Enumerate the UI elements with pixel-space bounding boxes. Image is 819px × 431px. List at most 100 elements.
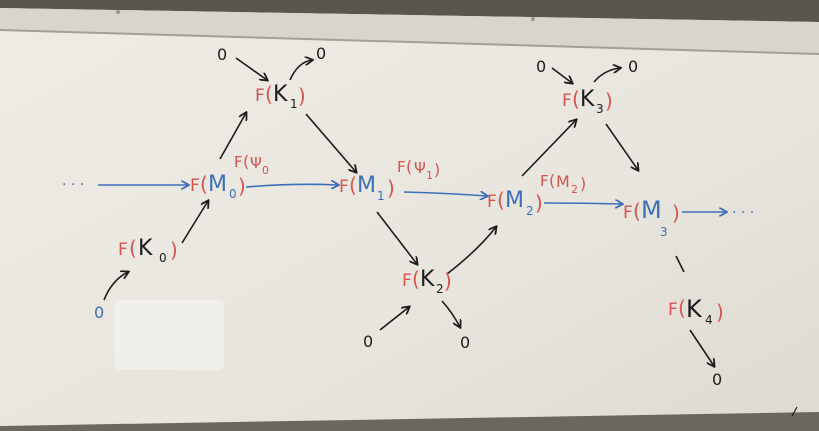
- node-f-k1-paren-close: ): [298, 84, 306, 108]
- node-f-m3-paren-open: (: [633, 199, 641, 223]
- node-f-m2-paren-open: (: [497, 188, 505, 212]
- node-f-k4: F ( K 4 ): [668, 295, 724, 327]
- node-f-k2: F ( K 2 ): [402, 267, 452, 296]
- edge-label-f-psi0-paren-open: (: [243, 152, 249, 171]
- node-f-k4-var: K: [686, 295, 703, 323]
- node-f-m0-f: F: [190, 176, 200, 196]
- arrow-blue-m2-m3: [543, 203, 622, 204]
- node-f-k2-f: F: [402, 271, 412, 291]
- node-f-k4-paren-close: ): [716, 300, 724, 324]
- node-f-m2-paren-close: ): [535, 191, 543, 215]
- node-f-m1-paren-close: ): [387, 176, 395, 200]
- node-f-m0: F ( M 0 ): [190, 172, 246, 201]
- board-rail: [0, 8, 819, 54]
- arrow-0-to-k0: [103, 272, 128, 301]
- zero-k1-out: 0: [316, 44, 326, 63]
- node-f-k3-f: F: [562, 91, 572, 111]
- rail-edge: [0, 29, 819, 55]
- corner-mark: [791, 406, 798, 417]
- node-f-m2-f: F: [487, 192, 497, 212]
- arrow-k0-to-m0: [181, 201, 208, 244]
- node-f-k0-paren-close: ): [170, 238, 178, 262]
- node-f-k1: F ( K 1 ): [255, 82, 306, 111]
- node-f-k0-sub: 0: [159, 251, 167, 265]
- node-f-k3-paren-open: (: [572, 87, 580, 111]
- edge-label-f-m2-sub: 2: [571, 183, 578, 196]
- arrow-k2-to-0: [441, 300, 460, 327]
- node-f-m1-f: F: [339, 177, 349, 197]
- node-f-m3-var: M: [641, 196, 662, 224]
- edge-label-f-psi0-sub: 0: [262, 164, 269, 177]
- zero-k3-in: 0: [536, 57, 546, 76]
- zero-k4-out: 0: [712, 370, 722, 389]
- node-f-m3-paren-close: ): [672, 201, 680, 225]
- zero-k1-in: 0: [217, 45, 227, 64]
- node-f-m0-paren-close: ): [238, 174, 246, 198]
- node-f-m1-var: M: [357, 173, 376, 198]
- node-f-k1-sub: 1: [290, 97, 298, 111]
- node-f-k1-var: K: [273, 82, 288, 107]
- edge-label-f-psi0-f: F: [234, 153, 243, 171]
- arrow-k3-to-0: [593, 68, 620, 83]
- node-f-k3-sub: 3: [596, 102, 604, 116]
- node-f-m0-var: M: [208, 172, 227, 197]
- arrow-m0-to-k1: [219, 113, 246, 160]
- arrow-m3-to-k4: [675, 255, 685, 273]
- node-f-m0-paren-open: (: [200, 172, 208, 196]
- ellipsis-right: · · ·: [732, 205, 754, 221]
- node-f-m0-sub: 0: [229, 187, 237, 201]
- node-f-k2-sub: 2: [436, 282, 444, 296]
- edge-label-f-psi1-paren-close: ): [434, 160, 440, 179]
- board-frame-bottom: [0, 412, 819, 431]
- edge-label-f-m2-paren-close: ): [580, 174, 586, 193]
- board-frame-top: [0, 0, 819, 22]
- node-f-k3-var: K: [580, 87, 595, 112]
- arrow-k1-to-m1: [305, 113, 356, 172]
- glare: [114, 300, 224, 370]
- edge-label-f-psi1: F ( Ψ 1 ): [397, 157, 440, 182]
- arrow-0-to-k2: [379, 307, 409, 331]
- edge-label-f-m2-f: F: [540, 172, 549, 190]
- arrow-0-to-k3: [551, 67, 572, 83]
- node-f-k0-var: K: [138, 236, 153, 261]
- arrow-blue-m1-m2: [403, 192, 487, 196]
- edge-label-f-psi1-sub: 1: [426, 169, 433, 182]
- edge-label-f-psi0-var: Ψ: [250, 154, 262, 172]
- node-f-k2-paren-close: ): [444, 269, 452, 293]
- arrow-m2-to-k3: [521, 120, 576, 177]
- node-f-m2-var: M: [505, 188, 524, 213]
- edge-label-f-psi0: F ( Ψ 0: [234, 152, 269, 177]
- node-f-k2-var: K: [420, 267, 435, 292]
- arrow-k4-to-0: [689, 329, 714, 366]
- node-f-k1-paren-open: (: [265, 82, 273, 106]
- node-f-m3: F ( M 3 ): [623, 196, 680, 239]
- zero-k3-out: 0: [628, 57, 638, 76]
- edge-label-f-m2-var: M: [556, 172, 570, 191]
- edge-label-f-psi1-paren-open: (: [406, 157, 412, 176]
- node-f-k0-f: F: [118, 240, 128, 260]
- node-f-k4-f: F: [668, 300, 678, 320]
- zero-k2-out: 0: [460, 333, 470, 352]
- arrow-blue-m0-m1: [245, 184, 338, 187]
- zero-k0-in: 0: [94, 303, 104, 322]
- zero-k2-in: 0: [363, 332, 373, 351]
- node-f-k4-paren-open: (: [678, 296, 686, 320]
- node-f-m3-sub: 3: [660, 225, 668, 239]
- node-f-m2: F ( M 2 ): [487, 188, 543, 218]
- ellipsis-left: · · ·: [62, 177, 84, 193]
- node-f-k0-paren-open: (: [129, 236, 137, 260]
- edge-label-f-psi1-var: Ψ: [414, 159, 426, 177]
- node-f-k3: F ( K 3 ): [562, 87, 613, 116]
- edge-label-f-psi1-f: F: [397, 158, 406, 176]
- edge-label-f-m2: F ( M 2 ): [540, 171, 586, 196]
- node-f-k0: F ( K 0 ): [118, 236, 178, 265]
- edge-label-f-m2-paren-open: (: [549, 171, 555, 190]
- arrow-k1-to-0: [289, 60, 312, 81]
- arrow-k2-to-m2: [446, 227, 496, 275]
- node-f-m1: F ( M 1 ): [339, 173, 395, 203]
- node-f-m1-paren-open: (: [349, 173, 357, 197]
- node-f-m2-sub: 2: [526, 204, 534, 218]
- rail-screw: [531, 17, 535, 21]
